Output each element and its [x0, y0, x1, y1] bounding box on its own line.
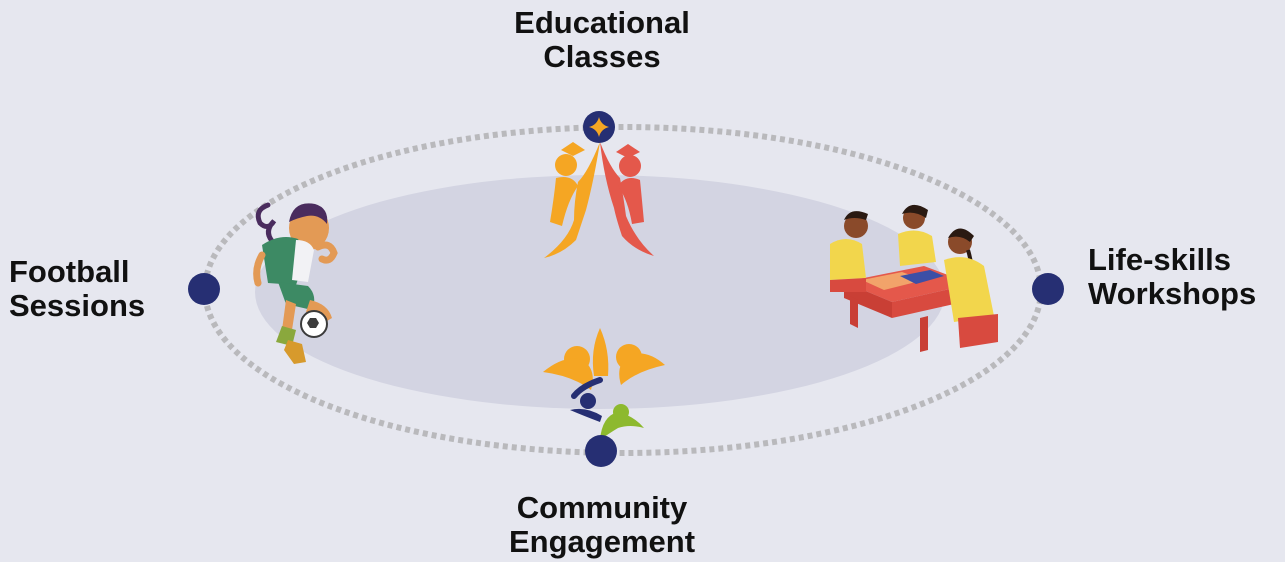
label-community-engagement: Community Engagement — [472, 491, 732, 559]
label-bottom-line2: Engagement — [508, 524, 696, 559]
label-left-line2: Sessions — [9, 288, 146, 323]
children-workshop-table-illustration — [830, 204, 998, 352]
node-right — [1032, 273, 1064, 305]
label-educational-classes: Educational Classes — [497, 6, 707, 74]
football-player-illustration — [253, 202, 338, 364]
label-left-line1: Football — [9, 254, 130, 289]
node-bottom — [585, 435, 617, 467]
label-right-line1: Life-skills — [1088, 242, 1231, 277]
node-left — [188, 273, 220, 305]
community-people-icon — [543, 328, 665, 440]
label-bottom-line1: Community — [516, 490, 688, 525]
label-top-line1: Educational — [514, 5, 690, 40]
sparkle-icon — [589, 117, 609, 137]
label-life-skills-workshops: Life-skills Workshops — [1088, 243, 1256, 311]
label-right-line2: Workshops — [1088, 276, 1257, 311]
inner-ellipse — [255, 175, 945, 409]
label-top-line2: Classes — [543, 39, 661, 74]
label-football-sessions: Football Sessions — [9, 255, 145, 323]
graduates-high-five-icon — [544, 142, 654, 258]
